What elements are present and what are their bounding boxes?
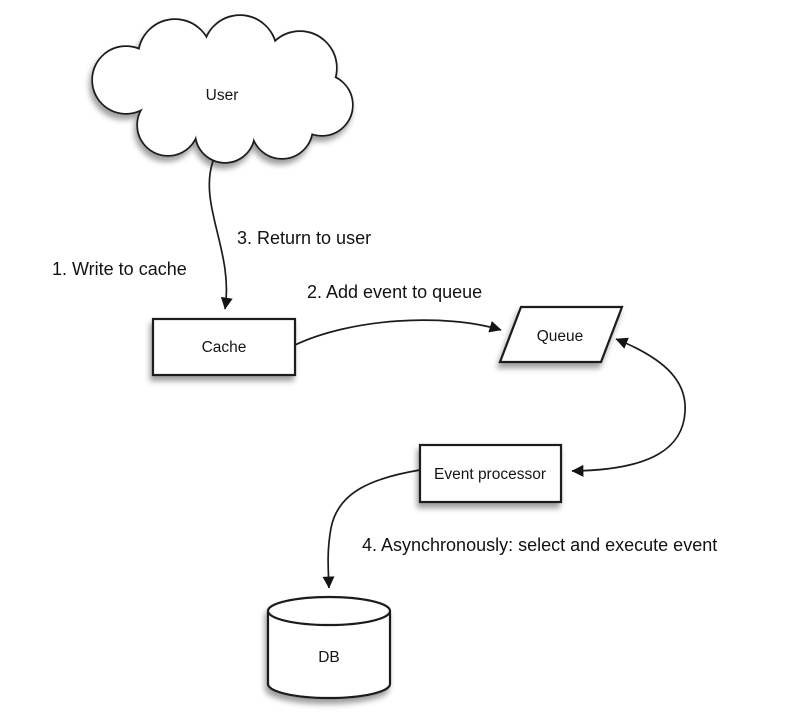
db-node: DB <box>266 595 392 700</box>
user-node-label: User <box>206 87 239 104</box>
arrow-event-processor-to-db <box>322 469 421 589</box>
edge-label-step-4: 4. Asynchronously: select and execute ev… <box>362 535 717 555</box>
cache-node-label: Cache <box>202 339 247 356</box>
arrow-queue-event-processor-bidirectional <box>571 337 686 477</box>
queue-node-label: Queue <box>537 328 584 345</box>
user-cloud-node: User <box>91 14 354 164</box>
cache-rect <box>151 317 297 377</box>
event-processor-rect <box>418 443 563 504</box>
db-node-label: DB <box>318 649 340 666</box>
queue-node: Queue <box>498 305 624 364</box>
event-processor-node: Event processor <box>418 443 563 504</box>
queue-parallelogram <box>498 305 624 364</box>
cloud-body <box>93 16 352 162</box>
edge-label-step-2: 2. Add event to queue <box>307 282 482 302</box>
arrow-cache-to-queue <box>294 319 502 346</box>
arrow-user-to-cache <box>208 160 233 310</box>
edge-label-step-1: 1. Write to cache <box>52 259 187 279</box>
event-processor-node-label: Event processor <box>434 466 546 483</box>
edge-label-step-3: 3. Return to user <box>237 228 371 248</box>
db-cylinder-body <box>266 611 392 700</box>
cache-node: Cache <box>151 317 297 377</box>
db-cylinder-top <box>266 595 392 627</box>
